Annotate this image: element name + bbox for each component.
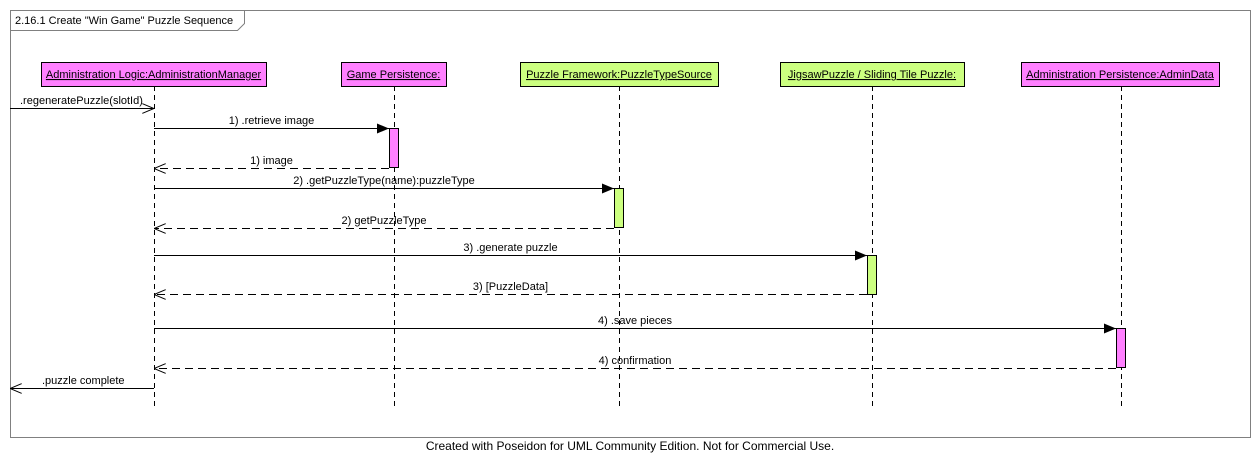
frame-title-tab [10, 10, 245, 31]
message-label: 3) [PuzzleData] [473, 281, 548, 293]
message-2[interactable]: 1) .retrieve image [154, 115, 389, 134]
lifeline-header-box[interactable] [1021, 62, 1220, 87]
message-1[interactable]: .regeneratePuzzle(slotId) [10, 95, 154, 109]
lifeline-label: JigsawPuzzle / Sliding Tile Puzzle: [788, 69, 956, 81]
lifeline-header-box[interactable] [780, 62, 965, 87]
activation-bar [614, 188, 624, 228]
message-9[interactable]: 4) confirmation [154, 355, 1116, 369]
lifeline-admin-mgr: Administration Logic:AdministrationManag… [41, 62, 267, 408]
message-label: 4) .save pieces [598, 315, 672, 327]
message-label: 2) getPuzzleType [342, 215, 427, 227]
activation-bar [867, 255, 877, 295]
message-label: 1) .retrieve image [229, 115, 315, 127]
lifeline-admin-data: Administration Persistence:AdminData [1021, 62, 1220, 408]
lifeline-label: Puzzle Framework:PuzzleTypeSource [526, 69, 712, 81]
activation-bar [1116, 328, 1126, 368]
frame-title: 2.16.1 Create "Win Game" Puzzle Sequence [15, 15, 233, 27]
message-4[interactable]: 2) .getPuzzleType(name):puzzleType [154, 175, 614, 194]
message-7[interactable]: 3) [PuzzleData] [154, 281, 867, 295]
lifeline-puzzle-impl: JigsawPuzzle / Sliding Tile Puzzle: [780, 62, 965, 408]
message-label: 1) image [250, 155, 293, 167]
message-3[interactable]: 1) image [154, 155, 389, 169]
lifeline-header-box[interactable] [520, 62, 719, 87]
lifeline-label: Game Persistence: [347, 69, 441, 81]
activation-bar [389, 128, 399, 168]
message-5[interactable]: 2) getPuzzleType [154, 215, 614, 229]
message-label: 2) .getPuzzleType(name):puzzleType [293, 175, 475, 187]
message-label: .regeneratePuzzle(slotId) [20, 95, 143, 107]
lifeline-game-persistence: Game Persistence: [341, 62, 447, 408]
lifeline-header-box[interactable] [341, 62, 447, 87]
message-6[interactable]: 3) .generate puzzle [154, 242, 867, 261]
message-8[interactable]: 4) .save pieces [154, 315, 1116, 334]
lifeline-label: Administration Logic:AdministrationManag… [46, 69, 262, 81]
lifeline-header-box[interactable] [41, 62, 267, 87]
footer-note: Created with Poseidon for UML Community … [425, 439, 835, 453]
message-label: 3) .generate puzzle [463, 242, 557, 254]
lifeline-label: Administration Persistence:AdminData [1026, 69, 1215, 81]
message-10[interactable]: .puzzle complete [10, 375, 154, 389]
message-label: .puzzle complete [42, 375, 125, 387]
lifeline-puzzle-type-source: Puzzle Framework:PuzzleTypeSource [520, 62, 719, 408]
message-label: 4) confirmation [599, 355, 672, 367]
